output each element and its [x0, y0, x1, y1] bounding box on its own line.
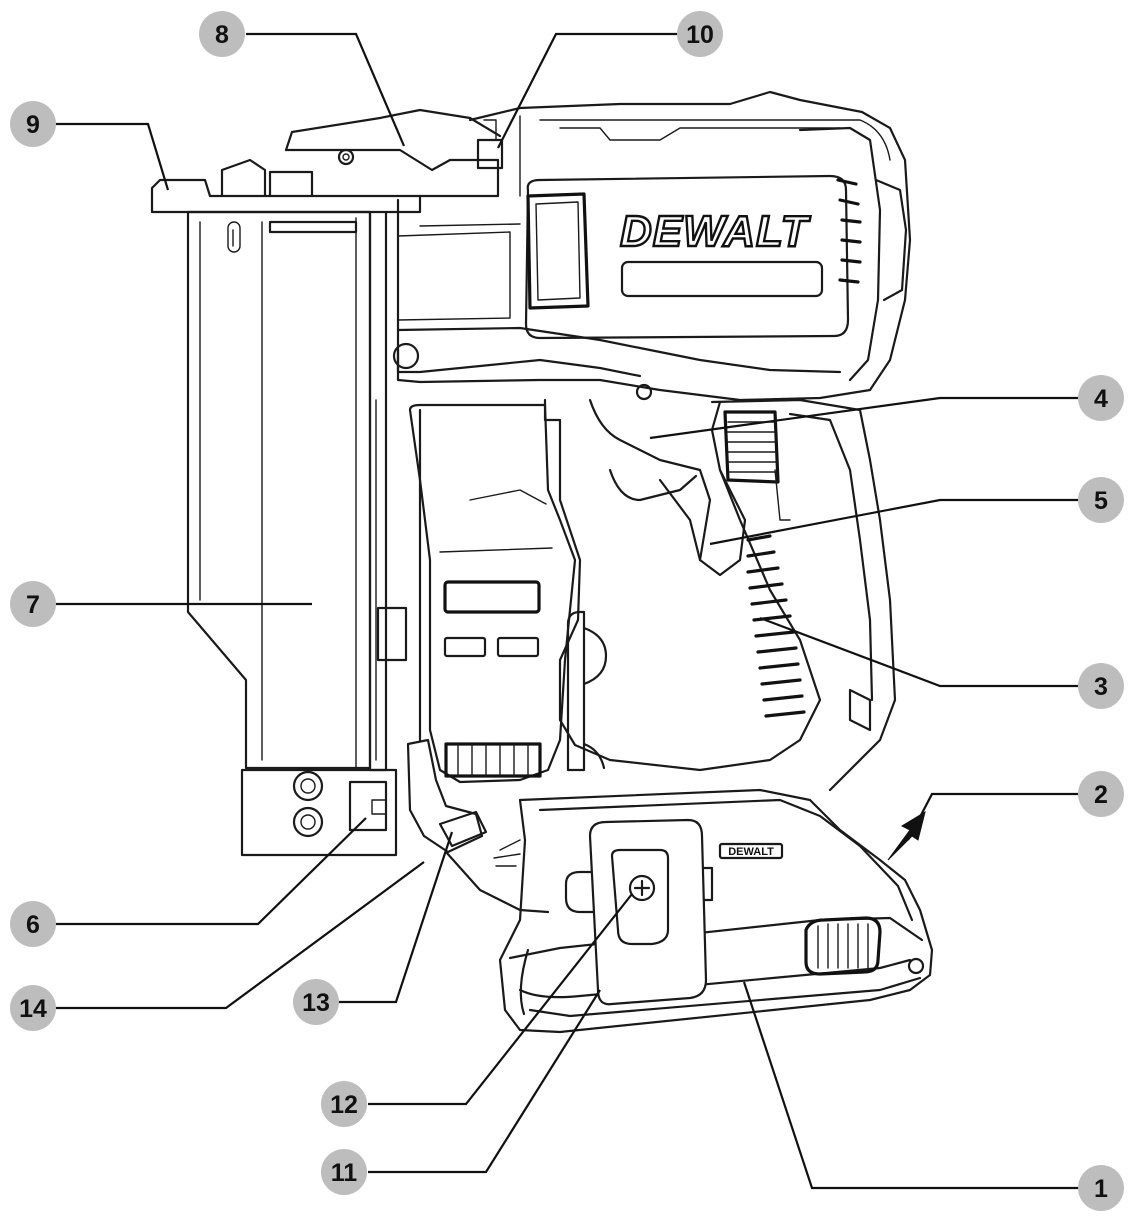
svg-text:13: 13	[302, 989, 330, 1017]
callout-2: 2	[1078, 771, 1124, 817]
magazine	[186, 210, 408, 772]
callout-9: 9	[10, 101, 56, 147]
callout-11: 11	[321, 1149, 367, 1195]
dewalt-logo: DEWALT	[620, 207, 811, 256]
svg-text:7: 7	[26, 591, 40, 619]
callout-6: 6	[10, 901, 56, 947]
battery-logo: DEWALT	[728, 846, 774, 858]
svg-text:6: 6	[26, 911, 40, 939]
svg-text:3: 3	[1094, 673, 1108, 701]
svg-text:9: 9	[26, 111, 40, 139]
battery-pack: DEWALT	[498, 788, 934, 1034]
svg-text:2: 2	[1094, 781, 1108, 809]
magazine-latch	[150, 108, 504, 214]
svg-text:11: 11	[331, 1159, 358, 1187]
callout-12: 12	[321, 1081, 367, 1127]
callout-3: 3	[1078, 663, 1124, 709]
svg-text:8: 8	[215, 21, 229, 49]
air-vents	[746, 534, 806, 718]
callout-13: 13	[293, 979, 339, 1025]
callout-10: 10	[677, 11, 723, 57]
svg-text:12: 12	[330, 1091, 358, 1119]
leader-lines	[56, 32, 1078, 1190]
svg-text:1: 1	[1094, 1175, 1108, 1203]
belt-hook	[588, 818, 708, 1006]
nose-assembly	[240, 738, 550, 914]
callout-7: 7	[10, 581, 56, 627]
svg-text:4: 4	[1094, 385, 1108, 413]
handle	[543, 398, 897, 792]
svg-text:14: 14	[19, 995, 47, 1023]
svg-text:5: 5	[1094, 487, 1108, 515]
front-grip-panel	[408, 403, 608, 784]
callout-4: 4	[1078, 375, 1124, 421]
callout-5: 5	[1078, 477, 1124, 523]
belt-hook-screw	[628, 874, 656, 902]
motor-housing: DEWALT	[392, 90, 912, 402]
callout-1: 1	[1078, 1165, 1124, 1211]
callout-8: 8	[199, 11, 245, 57]
callout-14: 14	[10, 985, 56, 1031]
svg-text:10: 10	[686, 21, 714, 49]
